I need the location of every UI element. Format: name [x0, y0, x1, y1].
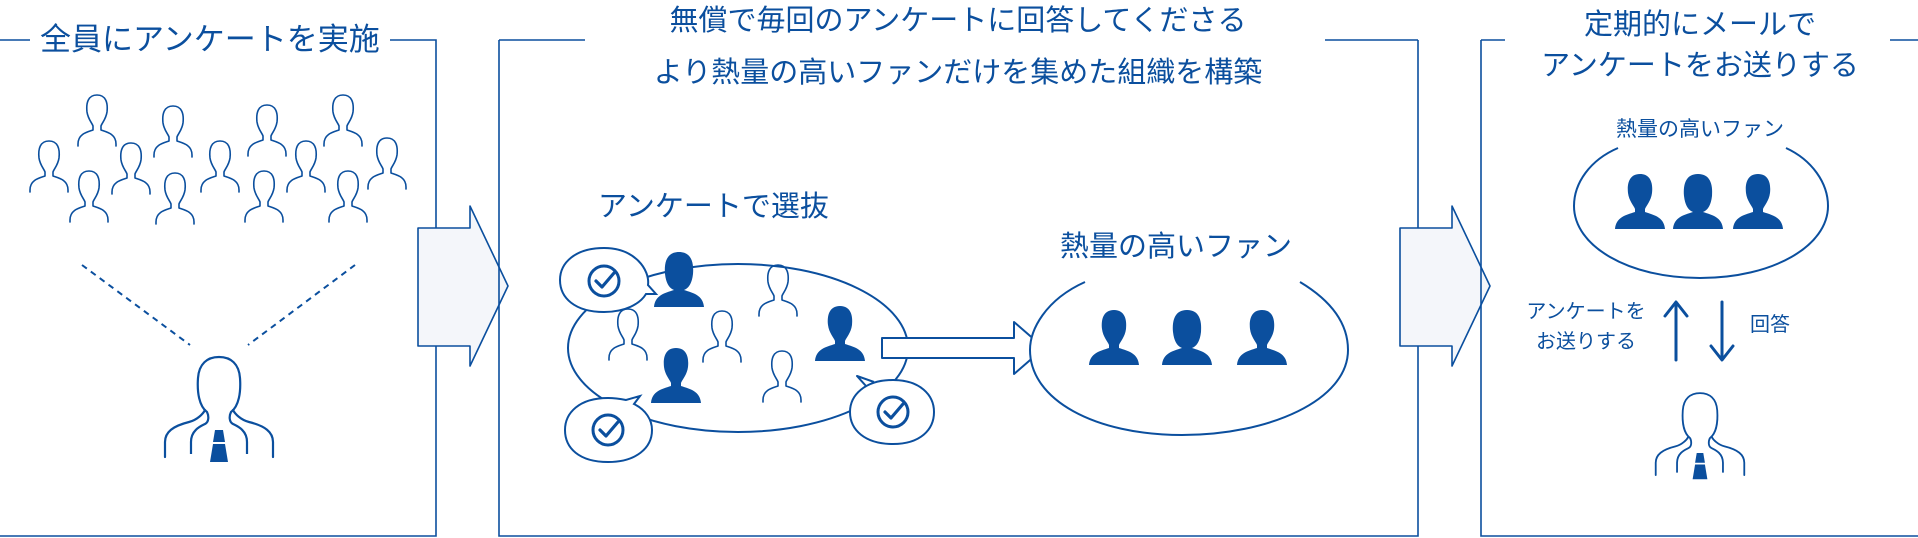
person-outline-icon: [69, 170, 109, 223]
person-outline-icon: [244, 170, 284, 223]
dashed-line-left: [81, 264, 191, 346]
panel3-title-line2: アンケートをお送りする: [1541, 48, 1859, 82]
person-outline-icon: [29, 140, 69, 193]
fan-label: 熱量の高いファン: [1060, 229, 1293, 263]
person-outline-icon: [200, 140, 240, 193]
person-outline-icon: [153, 105, 193, 158]
send-label-line2: お送りする: [1536, 329, 1636, 353]
panel3-frame: [1480, 40, 1918, 537]
panel2-title-line1: 無償で毎回のアンケートに回答してくださる: [661, 0, 1255, 40]
arrow-up-icon: [1663, 300, 1689, 362]
person-outline-icon: [328, 170, 368, 223]
check-bubble-icon: [849, 375, 935, 445]
panel1-title: 全員にアンケートを実施: [30, 18, 390, 62]
fan-label-small: 熱量の高いファン: [1616, 117, 1784, 141]
panel2-title-line2: より熱量の高いファンだけを集めた組織を構築: [653, 55, 1263, 89]
presenter-icon: [1654, 392, 1746, 481]
audience-crowd: [29, 94, 407, 225]
person-outline-icon: [155, 172, 195, 225]
arrow-right-icon: [417, 205, 509, 367]
person-outline-icon: [247, 104, 287, 157]
person-outline-icon: [323, 94, 363, 147]
check-bubble-icon: [558, 246, 659, 314]
send-label: アンケートを お送りする: [1516, 296, 1656, 356]
person-outline-icon: [286, 140, 326, 193]
arrow-right-icon: [881, 321, 1045, 375]
presenter-icon: [163, 355, 275, 464]
send-label-line1: アンケートを: [1526, 299, 1646, 323]
select-label: アンケートで選抜: [598, 189, 829, 223]
answer-label: 回答: [1750, 312, 1790, 336]
person-outline-icon: [77, 94, 117, 147]
panel3-title-line1: 定期的にメールで: [1575, 4, 1825, 44]
person-outline-icon: [367, 137, 407, 190]
check-bubble-icon: [563, 394, 654, 464]
arrow-right-icon: [1399, 205, 1491, 367]
person-outline-icon: [111, 142, 151, 195]
dashed-line-right: [247, 264, 356, 346]
arrow-down-icon: [1709, 300, 1735, 362]
